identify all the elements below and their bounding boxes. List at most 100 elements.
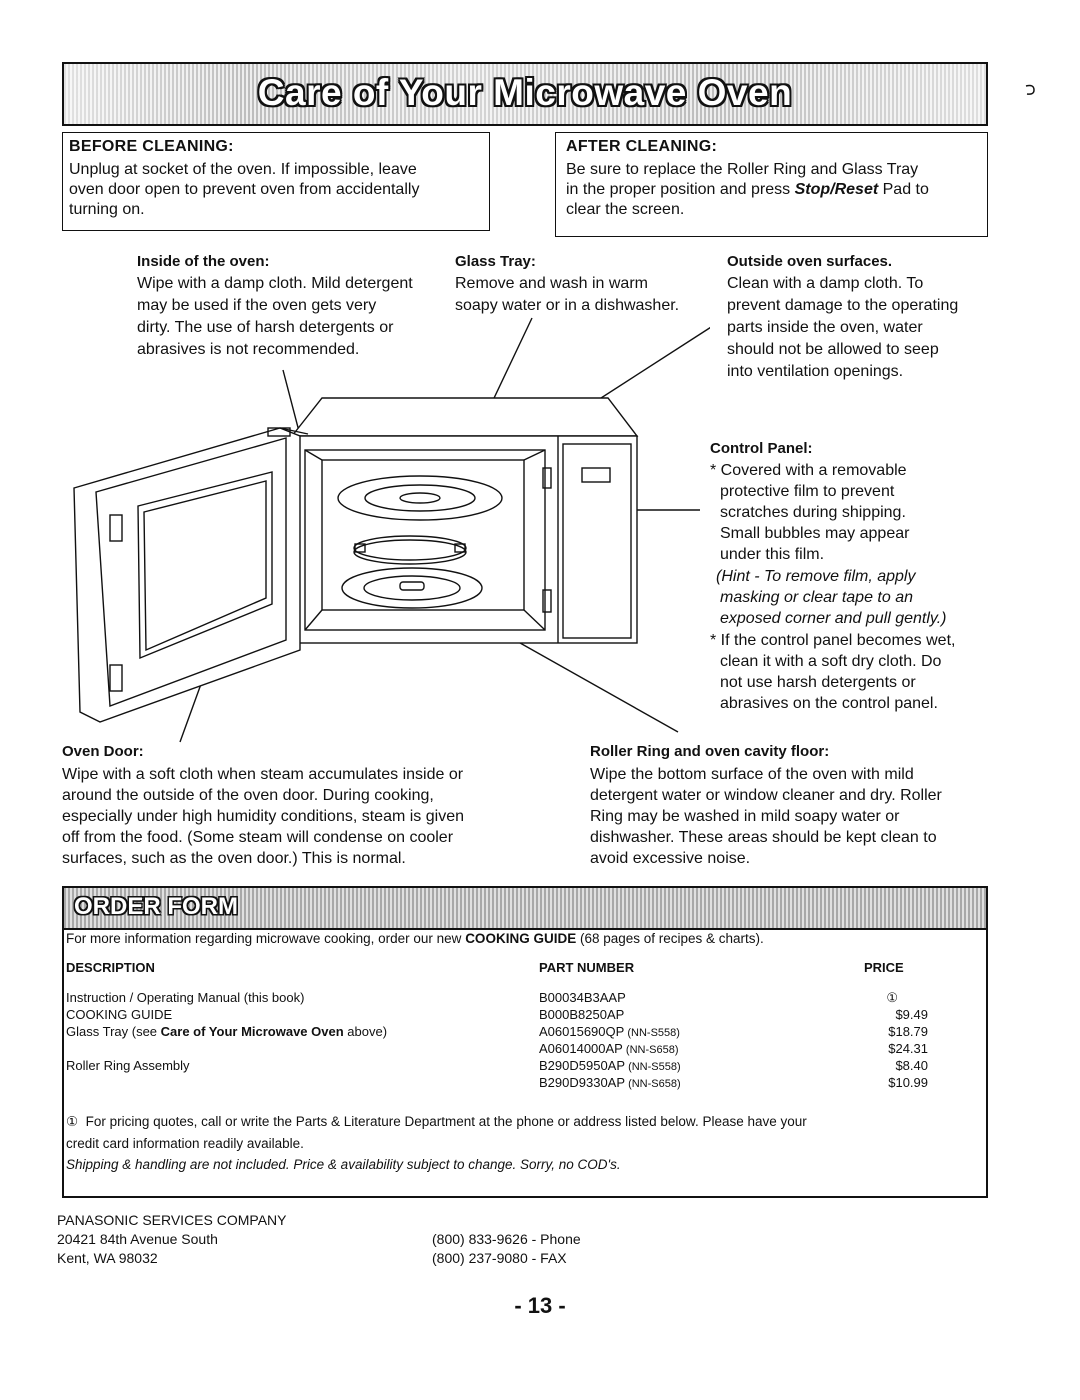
control-panel-hint: masking or clear tape to an [720,589,913,606]
roller-ring-line: Wipe the bottom surface of the oven with… [590,766,914,783]
row-price: ① [886,990,898,1005]
part-number: A06015690QP [539,1024,625,1039]
control-panel-line: under this film. [720,546,825,563]
control-panel-line: abrasives on the control panel. [720,695,938,712]
col-price-header: PRICE [864,960,904,975]
before-cleaning-line: oven door open to prevent oven from acci… [69,181,420,198]
row-part-number: B000B8250AP [539,1007,625,1022]
order-form-banner: ORDER FORM [64,888,986,930]
row-price: $10.99 [888,1075,928,1090]
after-cleaning-line: clear the screen. [566,201,685,218]
stop-reset-pad-name: Stop/Reset [794,181,879,198]
outside-surfaces-line: should not be allowed to seep [727,341,939,358]
before-cleaning-line: turning on. [69,201,145,218]
shipping-note: Shipping & handling are not included. Pr… [66,1157,621,1172]
control-panel-hint: (Hint - To remove film, apply [716,568,916,585]
microwave-illustration [73,317,710,743]
after-cleaning-text: in the proper position and press [566,181,795,198]
outside-surfaces-line: Clean with a damp cloth. To [727,275,924,292]
row-part-number: B00034B3AAP [539,990,626,1005]
glass-tray-label: Glass Tray: [455,253,536,270]
oven-door-label: Oven Door: [62,743,144,760]
company-name: PANASONIC SERVICES COMPANY [57,1212,287,1228]
control-panel-line: scratches during shipping. [720,504,906,521]
oven-door-line: off from the food. (Some steam will cond… [62,829,454,846]
row-price: $8.40 [895,1058,928,1073]
order-intro-text: (68 pages of recipes & charts). [576,931,764,946]
part-number: A06014000AP [539,1041,623,1056]
after-cleaning-text: Pad to [878,181,929,198]
outside-surfaces-label: Outside oven surfaces. [727,253,893,270]
company-fax: (800) 237-9080 - FAX [432,1250,567,1266]
inside-oven-line: Wipe with a damp cloth. Mild detergent [137,275,413,292]
roller-ring-line: dishwasher. These areas should be kept c… [590,829,937,846]
row-description: Glass Tray (see Care of Your Microwave O… [66,1024,387,1039]
after-cleaning-heading: AFTER CLEANING: [566,138,718,155]
row-price: $9.49 [895,1007,928,1022]
pricing-note-text: For pricing quotes, call or write the Pa… [85,1114,807,1129]
inside-oven-label: Inside of the oven: [137,253,270,270]
glass-tray-desc-end: above) [343,1024,388,1039]
col-part-header: PART NUMBER [539,960,635,975]
model-number: (NN-S558) [624,1027,680,1039]
col-description-header: DESCRIPTION [66,960,155,975]
glass-tray-desc-bold: Care of Your Microwave Oven [160,1024,344,1039]
control-panel-line: Small bubbles may appear [720,525,910,542]
company-address: Kent, WA 98032 [57,1250,158,1266]
model-number: (NN-S658) [625,1078,681,1090]
pricing-note: ① For pricing quotes, call or write the … [66,1113,807,1130]
cooking-guide-name: COOKING GUIDE [465,931,577,946]
part-number: B290D5950AP [539,1058,626,1073]
control-panel-line: * Covered with a removable [710,462,907,479]
order-intro-text: For more information regarding microwave… [66,931,466,946]
row-part-number: B290D9330AP (NN-S658) [539,1075,681,1090]
after-cleaning-box: AFTER CLEANING: Be sure to replace the R… [555,132,988,237]
roller-ring-line: avoid excessive noise. [590,850,751,867]
row-part-number: A06015690QP (NN-S558) [539,1024,680,1039]
control-panel-line: not use harsh detergents or [720,674,916,691]
row-price: $24.31 [888,1041,928,1056]
oven-door-line: Wipe with a soft cloth when steam accumu… [62,766,464,783]
row-part-number: A06014000AP (NN-S658) [539,1041,678,1056]
banner-texture [64,64,986,124]
before-cleaning-box: BEFORE CLEANING: Unplug at socket of the… [62,132,490,231]
control-panel-line: clean it with a soft dry cloth. Do [720,653,942,670]
control-panel-hint: exposed corner and pull gently.) [720,610,947,627]
row-description: Roller Ring Assembly [66,1058,190,1073]
control-panel-line: protective film to prevent [720,483,895,500]
inside-oven-line: may be used if the oven gets very [137,297,377,314]
glass-tray-line: Remove and wash in warm [455,275,648,292]
corner-mark-icon [1025,84,1035,95]
glass-tray-line: soapy water or in a dishwasher. [455,297,680,314]
roller-ring-label: Roller Ring and oven cavity floor: [590,743,830,760]
outside-surfaces-line: prevent damage to the operating [727,297,959,314]
order-form-title: ORDER FORM [74,893,238,920]
outside-surfaces-line: parts inside the oven, water [727,319,923,336]
row-price: $18.79 [888,1024,928,1039]
title-banner: Care of Your Microwave Oven [62,62,988,126]
page-title: Care of Your Microwave Oven [257,72,793,113]
model-number: (NN-S658) [622,1044,679,1056]
before-cleaning-heading: BEFORE CLEANING: [69,138,234,155]
inside-oven-line: abrasives is not recommended. [137,341,360,358]
company-phone: (800) 833-9626 - Phone [432,1231,581,1247]
row-part-number: B290D5950AP (NN-S558) [539,1058,681,1073]
oven-door-line: surfaces, such as the oven door.) This i… [62,850,406,867]
roller-ring-line: detergent water or window cleaner and dr… [590,787,942,804]
part-number: B290D9330AP [539,1075,626,1090]
glass-tray-desc: Glass Tray (see [66,1024,161,1039]
inside-oven-line: dirty. The use of harsh detergents or [137,319,394,336]
outside-surfaces-line: into ventilation openings. [727,363,904,380]
after-cleaning-line: in the proper position and press Stop/Re… [566,180,929,200]
company-address: 20421 84th Avenue South [57,1231,218,1247]
oven-door-line: around the outside of the oven door. Dur… [62,787,434,804]
pricing-note-line: credit card information readily availabl… [66,1136,304,1151]
control-panel-line: * If the control panel becomes wet, [710,632,956,649]
page-number: - 13 - [514,1293,566,1318]
note-marker: ① [66,1114,79,1129]
order-form: ORDER FORM For more information regardin… [62,886,988,1198]
row-description: COOKING GUIDE [66,1007,173,1022]
roller-ring-line: Ring may be washed in mild soapy water o… [590,808,900,825]
row-description: Instruction / Operating Manual (this boo… [66,990,305,1005]
order-intro: For more information regarding microwave… [66,930,764,947]
